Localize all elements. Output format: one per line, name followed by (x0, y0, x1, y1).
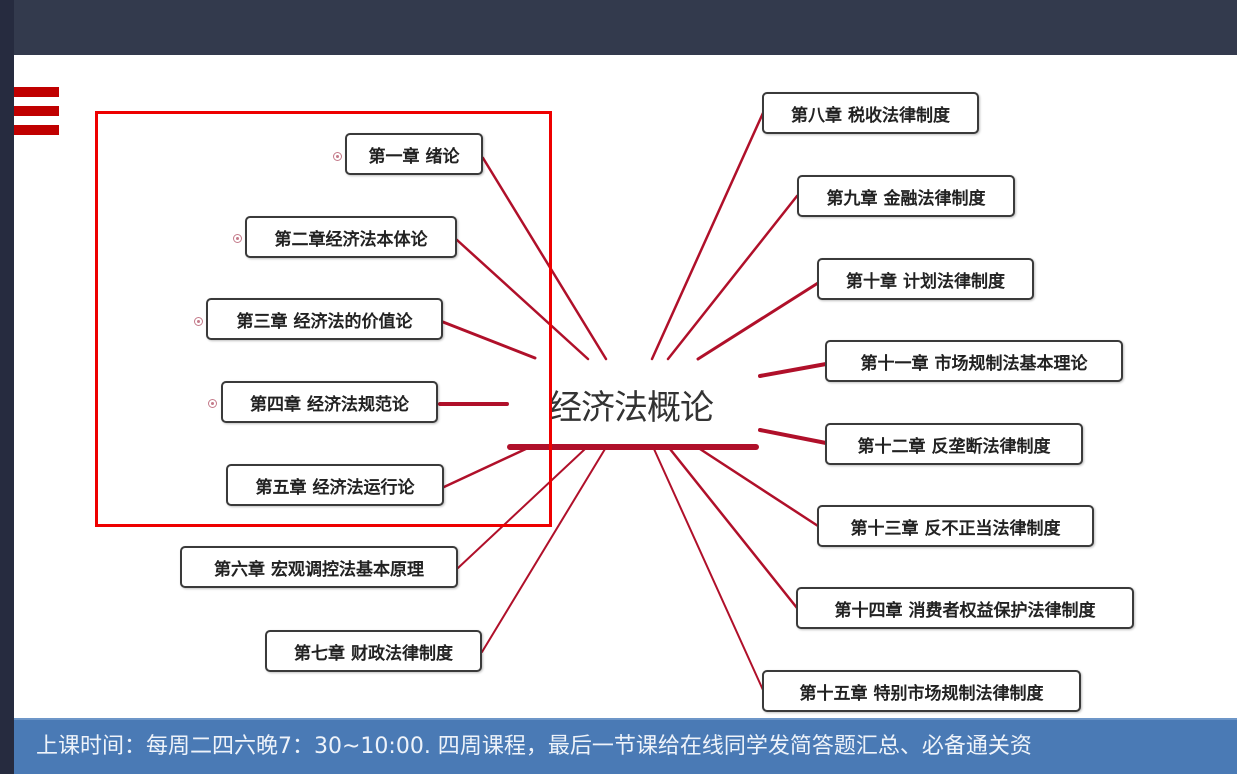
expand-icon[interactable] (333, 152, 342, 161)
chapter-11-node[interactable]: 第十一章 市场规制法基本理论 (825, 340, 1123, 382)
chapter-15-node[interactable]: 第十五章 特别市场规制法律制度 (762, 670, 1081, 712)
chapter-7-node[interactable]: 第七章 财政法律制度 (265, 630, 482, 672)
chapter-6-node[interactable]: 第六章 宏观调控法基本原理 (180, 546, 458, 588)
footer-text: 上课时间：每周二四六晚7：30~10:00. 四周课程，最后一节课给在线同学发简… (36, 734, 1032, 759)
top-bar (0, 0, 1237, 55)
chapter-9-node[interactable]: 第九章 金融法律制度 (797, 175, 1015, 217)
central-topic[interactable]: 经济法概论 (548, 388, 714, 428)
chapter-14-node[interactable]: 第十四章 消费者权益保护法律制度 (796, 587, 1134, 629)
chapter-1-node[interactable]: 第一章 绪论 (345, 133, 483, 175)
chapter-3-node[interactable]: 第三章 经济法的价值论 (206, 298, 443, 340)
chapter-12-node[interactable]: 第十二章 反垄断法律制度 (825, 423, 1083, 465)
chapter-2-node[interactable]: 第二章经济法本体论 (245, 216, 457, 258)
chapter-8-node[interactable]: 第八章 税收法律制度 (762, 92, 979, 134)
footer-banner: 上课时间：每周二四六晚7：30~10:00. 四周课程，最后一节课给在线同学发简… (14, 718, 1237, 774)
expand-icon[interactable] (233, 234, 242, 243)
expand-icon[interactable] (208, 399, 217, 408)
expand-icon[interactable] (194, 317, 203, 326)
menu-icon[interactable] (14, 87, 59, 135)
chapter-10-node[interactable]: 第十章 计划法律制度 (817, 258, 1034, 300)
chapter-4-node[interactable]: 第四章 经济法规范论 (221, 381, 438, 423)
left-rail (0, 0, 14, 774)
chapter-13-node[interactable]: 第十三章 反不正当法律制度 (817, 505, 1094, 547)
chapter-5-node[interactable]: 第五章 经济法运行论 (226, 464, 444, 506)
